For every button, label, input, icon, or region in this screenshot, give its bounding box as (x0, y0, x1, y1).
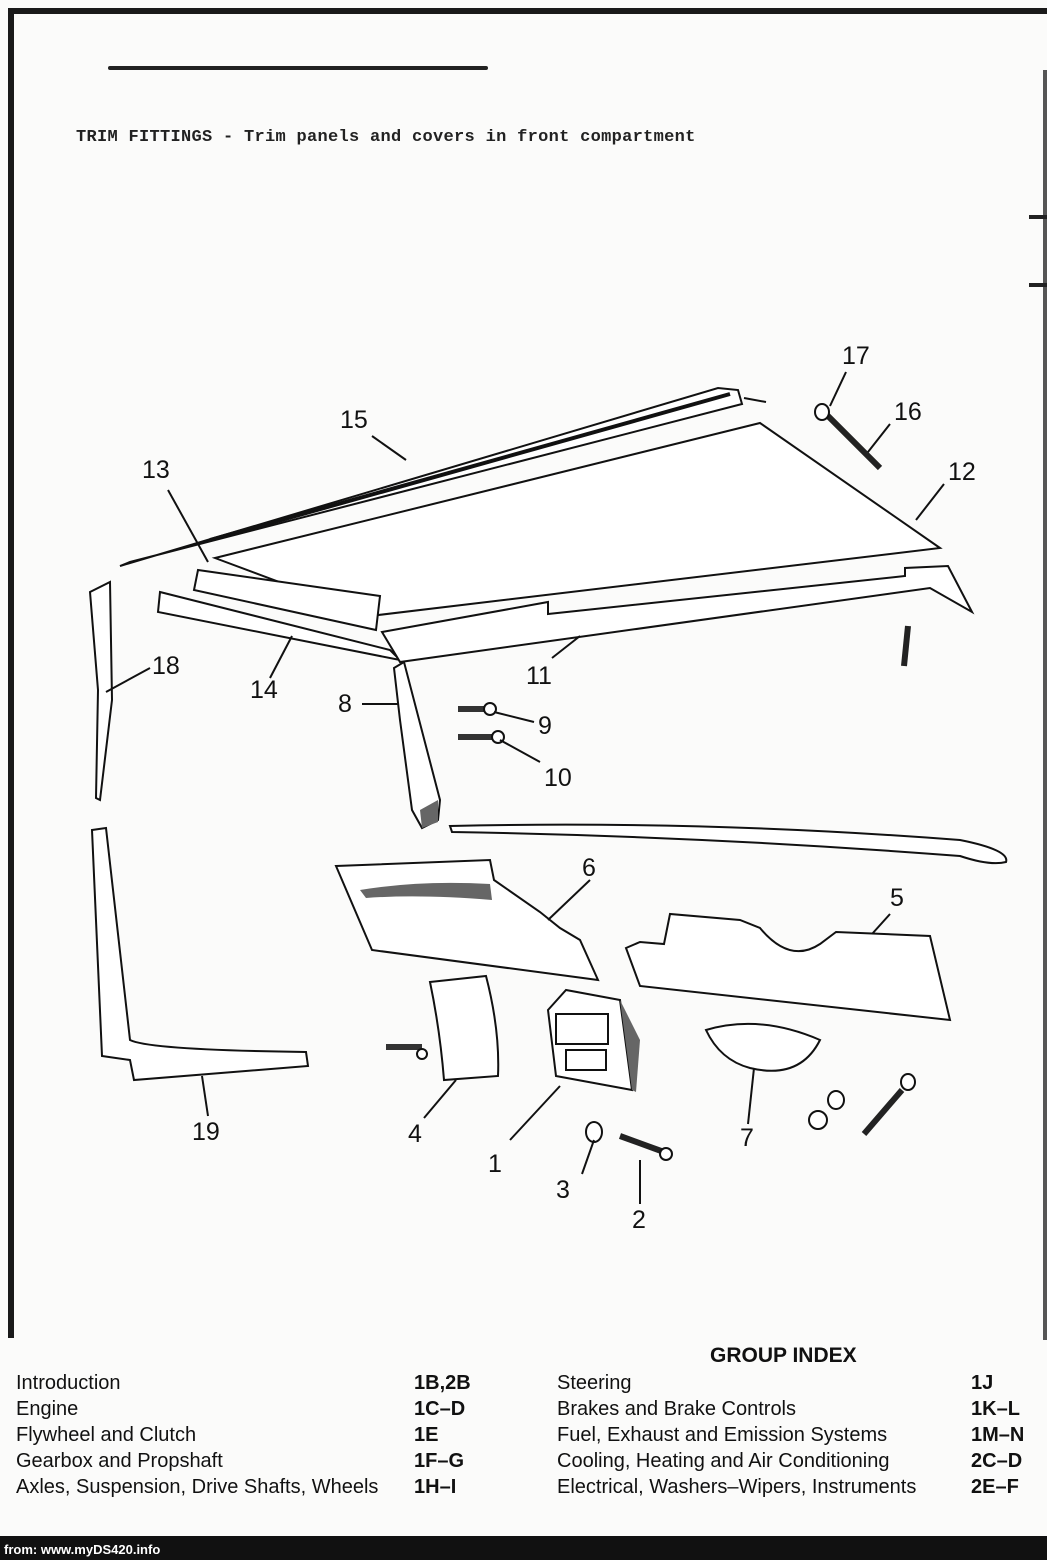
callout-6: 6 (582, 854, 596, 882)
group-index-entry[interactable]: Fuel, Exhaust and Emission Systems 1M–N (557, 1424, 1047, 1450)
page-border-left (8, 8, 14, 1338)
group-index-heading: GROUP INDEX (710, 1344, 857, 1367)
group-index-name: Engine (16, 1398, 79, 1420)
group-index-name: Cooling, Heating and Air Conditioning (557, 1450, 890, 1472)
lower-sill-trim (448, 823, 1008, 865)
group-index-code: 1B,2B (414, 1372, 471, 1394)
part-19-kick-panel (90, 826, 310, 1082)
group-index-entry[interactable]: Brakes and Brake Controls 1K–L (557, 1398, 1047, 1424)
callout-10: 10 (544, 764, 572, 792)
part-18-pillar-trim (88, 580, 114, 802)
group-index-code: 1K–L (971, 1398, 1020, 1420)
callout-15: 15 (340, 406, 368, 434)
group-index-name: Gearbox and Propshaft (16, 1450, 223, 1472)
callout-7: 7 (740, 1124, 754, 1152)
page-border-right (1043, 70, 1047, 1340)
group-index-entry[interactable]: Electrical, Washers–Wipers, Instruments … (557, 1476, 1047, 1502)
group-index-name: Introduction (16, 1372, 121, 1394)
group-index-entry[interactable]: Gearbox and Propshaft 1F–G (16, 1450, 516, 1476)
callout-9: 9 (538, 712, 552, 740)
fastener-set-right (808, 403, 916, 1136)
part-5-under-dash-panel-right (624, 912, 952, 1022)
callout-14: 14 (250, 676, 278, 704)
group-index-name: Electrical, Washers–Wipers, Instruments (557, 1476, 917, 1498)
page-edge-mark (1029, 283, 1047, 287)
group-index-code: 1J (971, 1372, 994, 1394)
group-index-code: 1E (414, 1424, 439, 1446)
group-index-entry[interactable]: Cooling, Heating and Air Conditioning 2C… (557, 1450, 1047, 1476)
callout-19: 19 (192, 1118, 220, 1146)
part-7-bracket-cover (704, 1022, 822, 1072)
group-index-name: Fuel, Exhaust and Emission Systems (557, 1424, 888, 1446)
part-4-cover-plate (386, 974, 500, 1082)
exploded-parts-diagram: 1 2 3 4 5 6 7 8 9 10 11 12 13 14 15 16 1… (88, 342, 1008, 1234)
callout-16: 16 (894, 398, 922, 426)
callout-5: 5 (890, 884, 904, 912)
callout-3: 3 (556, 1176, 570, 1204)
group-index-name: Brakes and Brake Controls (557, 1398, 797, 1420)
callout-17: 17 (842, 342, 870, 370)
group-index-column-left: Introduction 1B,2B Engine 1C–D Flywheel … (16, 1372, 516, 1502)
group-index-entry[interactable]: Introduction 1B,2B (16, 1372, 516, 1398)
group-index-code: 1M–N (971, 1424, 1025, 1446)
callout-1: 1 (488, 1150, 502, 1178)
group-index-entry[interactable]: Steering 1J (557, 1372, 1047, 1398)
page-border-top (8, 8, 1047, 14)
callout-13: 13 (142, 456, 170, 484)
callout-2: 2 (632, 1206, 646, 1234)
source-footer: from: www.myDS420.info (4, 1542, 161, 1557)
part-2-screw (618, 1133, 673, 1161)
part-15-upper-trim-strip (119, 386, 767, 567)
group-index-code: 2E–F (971, 1476, 1019, 1498)
callout-4: 4 (408, 1120, 422, 1148)
part-13-side-trim (192, 568, 382, 632)
group-index-entry[interactable]: Engine 1C–D (16, 1398, 516, 1424)
part-11-lower-front-trim (380, 564, 975, 664)
page-title: TRIM FITTINGS - Trim panels and covers i… (76, 128, 696, 147)
part-6-under-dash-panel-left (334, 858, 600, 982)
group-index-code: 2C–D (971, 1450, 1023, 1472)
callout-12: 12 (948, 458, 976, 486)
footer-band (0, 1536, 1047, 1560)
group-index-entry[interactable]: Flywheel and Clutch 1E (16, 1424, 516, 1450)
group-index-column-right: Steering 1J Brakes and Brake Controls 1K… (557, 1372, 1047, 1502)
callout-11: 11 (526, 662, 552, 690)
part-8-a-post-trim (392, 660, 442, 830)
group-index-code: 1F–G (414, 1450, 465, 1472)
part-9-screw (458, 702, 497, 716)
group-index-code: 1C–D (414, 1398, 466, 1420)
group-index-code: 1H–I (414, 1476, 457, 1498)
part-10-screw (458, 730, 505, 744)
part-3-washer (585, 1121, 603, 1143)
group-index-name: Steering (557, 1372, 632, 1394)
callout-18: 18 (152, 652, 180, 680)
leader-lines (105, 371, 945, 1204)
group-index-name: Axles, Suspension, Drive Shafts, Wheels (16, 1476, 379, 1498)
part-1-switch-housing (546, 988, 640, 1092)
group-index-name: Flywheel and Clutch (16, 1424, 197, 1446)
callout-8: 8 (338, 690, 352, 718)
header-rule (108, 66, 488, 70)
page-edge-mark (1029, 215, 1047, 219)
group-index-entry[interactable]: Axles, Suspension, Drive Shafts, Wheels … (16, 1476, 516, 1502)
group-index: GROUP INDEX Introduction 1B,2B Engine 1C… (0, 1340, 1047, 1536)
